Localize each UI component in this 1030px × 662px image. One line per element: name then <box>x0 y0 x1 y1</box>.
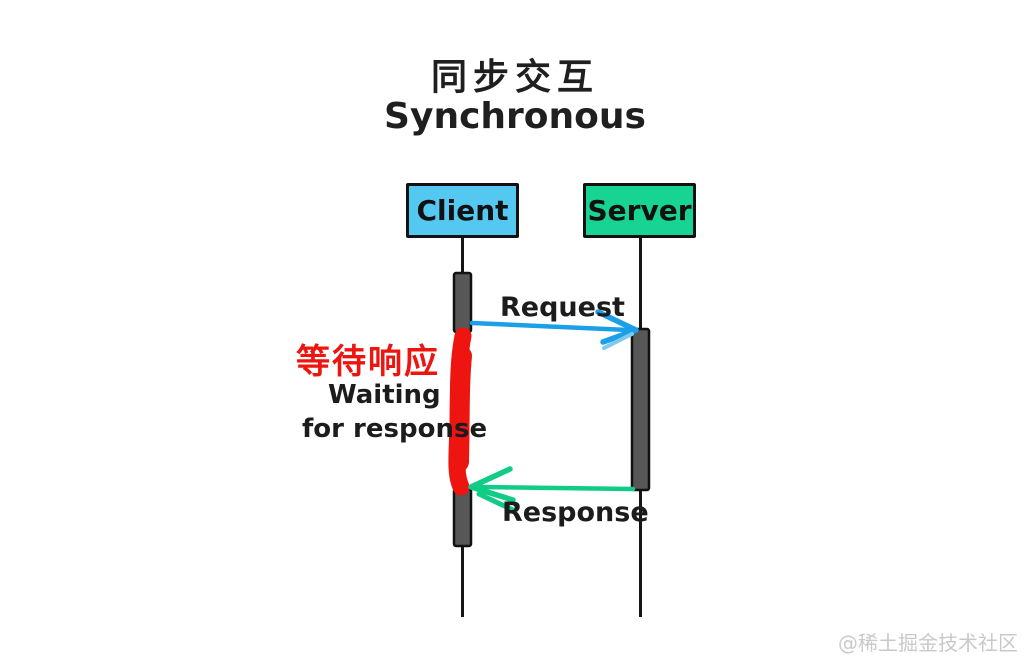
request-arrow-shaft <box>469 320 631 333</box>
watermark: @稀土掘金技术社区 <box>838 631 1018 655</box>
response-arrowhead-icon <box>468 466 516 503</box>
request-arrowhead-icon <box>595 309 639 345</box>
waiting-note-chinese: 等待响应 <box>296 342 440 382</box>
response-message-label: Response <box>502 497 649 528</box>
waiting-marker-stroke-bulge <box>449 346 472 472</box>
waiting-note-english-line2: for response <box>302 414 488 444</box>
waiting-note-english-line1: Waiting <box>328 380 441 410</box>
actor-server-label: Server <box>587 194 692 227</box>
response-arrowhead-sketch-stroke <box>476 491 518 514</box>
request-message-label: Request <box>500 292 625 323</box>
actor-box-server: Server <box>583 183 696 238</box>
actor-box-client: Client <box>406 183 519 238</box>
response-arrow-shaft <box>475 484 636 492</box>
server-activation-bar <box>630 327 651 492</box>
actor-client-label: Client <box>416 194 509 227</box>
title-english: Synchronous <box>384 96 646 137</box>
request-arrowhead-sketch-stroke <box>602 332 634 350</box>
client-activation-bar-bottom <box>452 487 473 548</box>
client-activation-bar-top <box>452 271 473 334</box>
title-chinese: 同步交互 <box>430 57 599 98</box>
